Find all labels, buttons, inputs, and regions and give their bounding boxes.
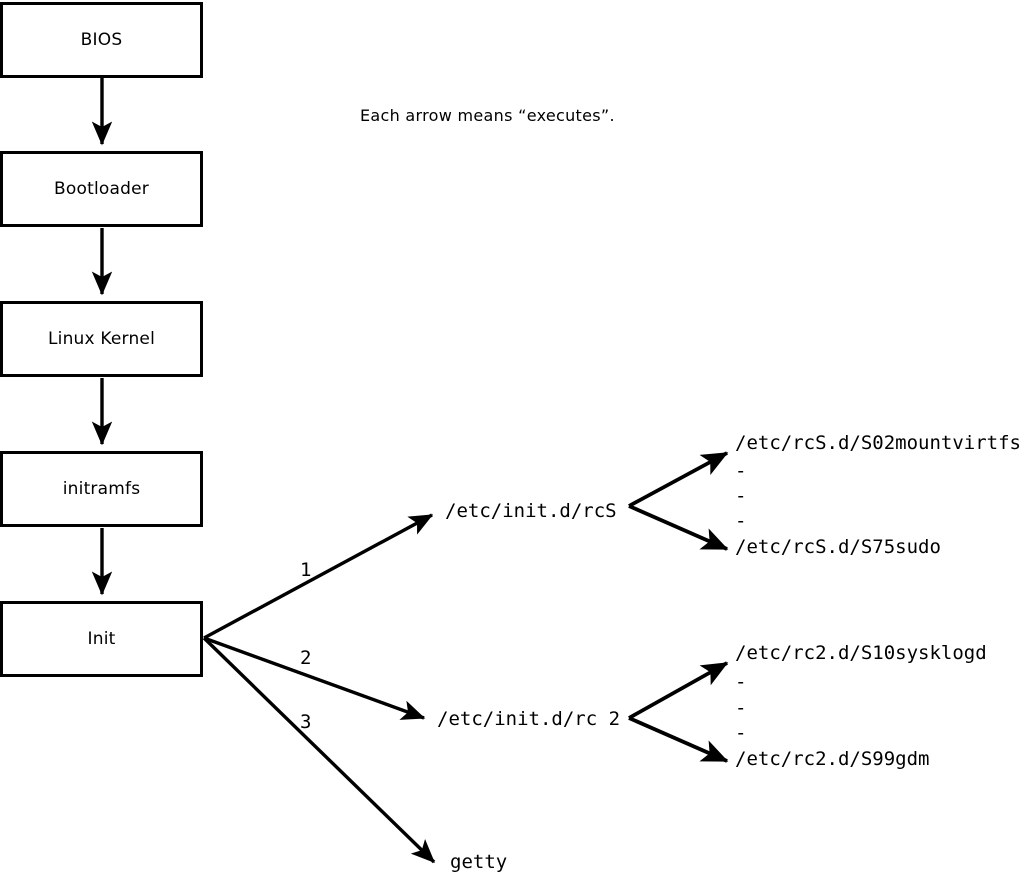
init-arrow-1-rcs bbox=[203, 513, 434, 640]
node-label-bootloader: Bootloader bbox=[54, 179, 149, 199]
rcs-script-first[interactable]: /etc/rcS.d/S02mountvirtfs bbox=[735, 432, 1021, 454]
rcs-ellipsis-dash-2: - bbox=[735, 485, 747, 507]
branch-number-2: 2 bbox=[300, 647, 312, 669]
rcs-ellipsis-dash-3: - bbox=[735, 510, 747, 532]
rcs-script-last[interactable]: /etc/rcS.d/S75sudo bbox=[735, 536, 941, 558]
node-box-bootloader[interactable]: Bootloader bbox=[0, 151, 203, 227]
rcs-arrow-last bbox=[628, 504, 729, 551]
rcs-ellipsis-dash-1: - bbox=[735, 460, 747, 482]
rc2-arrow-first bbox=[628, 661, 729, 720]
rc2-ellipsis-dash-2: - bbox=[735, 697, 747, 719]
branch-target-rc2[interactable]: /etc/init.d/rc 2 bbox=[437, 708, 621, 730]
branch-target-getty[interactable]: getty bbox=[450, 851, 508, 873]
init-arrow-2-rc2 bbox=[203, 636, 426, 720]
rc2-script-first[interactable]: /etc/rc2.d/S10sysklogd bbox=[735, 642, 987, 664]
rc2-ellipsis-dash-3: - bbox=[735, 722, 747, 744]
node-box-init[interactable]: Init bbox=[0, 601, 203, 677]
rc2-ellipsis-dash-1: - bbox=[735, 671, 747, 693]
node-box-bios[interactable]: BIOS bbox=[0, 2, 203, 78]
branch-target-rcs[interactable]: /etc/init.d/rcS bbox=[445, 500, 617, 522]
legend-note: Each arrow means “executes”. bbox=[360, 106, 615, 125]
node-box-initramfs[interactable]: initramfs bbox=[0, 451, 203, 527]
init-arrow-3-getty bbox=[202, 636, 436, 864]
node-label-initramfs: initramfs bbox=[62, 479, 141, 499]
node-label-bios: BIOS bbox=[80, 30, 123, 50]
rcs-arrow-first bbox=[628, 451, 729, 508]
branch-number-3: 3 bbox=[300, 711, 312, 733]
branch-number-1: 1 bbox=[300, 559, 312, 581]
node-label-linux-kernel: Linux Kernel bbox=[47, 329, 155, 349]
node-label-init: Init bbox=[87, 629, 116, 649]
rc2-script-last[interactable]: /etc/rc2.d/S99gdm bbox=[735, 748, 930, 770]
node-box-linux-kernel[interactable]: Linux Kernel bbox=[0, 301, 203, 377]
rc2-arrow-last bbox=[628, 716, 729, 763]
